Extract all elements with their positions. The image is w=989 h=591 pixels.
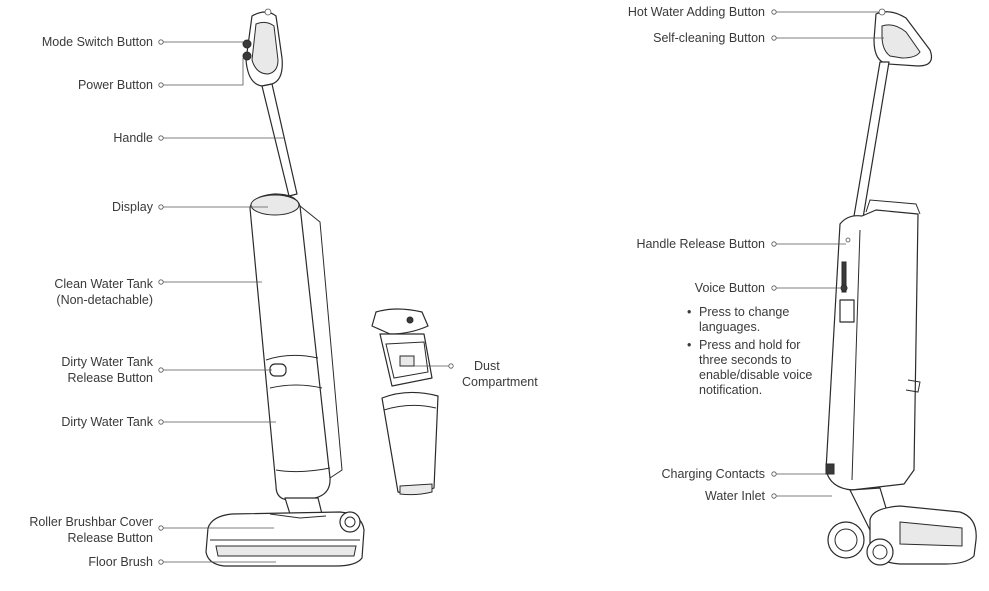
device-left-icon xyxy=(205,8,365,567)
label-clean-water-tank-line2: (Non-detachable) xyxy=(56,293,153,307)
device-middle-icon xyxy=(371,308,439,496)
label-dust-line1: Dust xyxy=(474,359,500,373)
label-dirty-water-tank: Dirty Water Tank xyxy=(61,415,153,429)
label-roller-cover-line2: Release Button xyxy=(67,531,153,545)
voice-note-2-line3: enable/disable voice xyxy=(699,368,813,382)
bullet-icon: • xyxy=(687,338,692,352)
label-clean-water-tank: Clean Water Tank (Non-detachable) xyxy=(54,276,153,308)
label-clean-water-tank-line1: Clean Water Tank xyxy=(54,277,153,291)
label-handle-release-button: Handle Release Button xyxy=(636,237,765,251)
label-dust-line2: Compartment xyxy=(462,375,538,389)
label-dust-compartment: Dust Compartment xyxy=(462,358,538,390)
voice-note-2-line1: Press and hold for xyxy=(699,338,801,352)
device-right-icon xyxy=(825,8,977,566)
label-floor-brush: Floor Brush xyxy=(88,555,153,569)
label-water-inlet: Water Inlet xyxy=(705,489,765,503)
label-hot-water-adding-button: Hot Water Adding Button xyxy=(627,5,765,19)
voice-note-2-line2: three seconds to xyxy=(699,353,792,367)
label-charging-contacts: Charging Contacts xyxy=(661,467,765,481)
label-dirty-release-line2: Release Button xyxy=(67,371,153,385)
label-dirty-water-tank-release: Dirty Water Tank Release Button xyxy=(61,354,153,386)
voice-note-2: • Press and hold for three seconds to en… xyxy=(687,338,813,398)
voice-note-1: • Press to change languages. xyxy=(687,305,790,335)
leader-lines xyxy=(158,9,884,565)
label-dirty-release-line1: Dirty Water Tank xyxy=(61,355,153,369)
label-roller-brushbar-cover: Roller Brushbar Cover Release Button xyxy=(29,514,153,546)
voice-note-2-line4: notification. xyxy=(699,383,763,397)
label-mode-switch-button: Mode Switch Button xyxy=(41,35,153,49)
label-handle: Handle xyxy=(113,131,153,145)
label-display: Display xyxy=(112,200,153,214)
voice-note-1-line1: Press to change xyxy=(699,305,790,319)
label-power-button: Power Button xyxy=(77,78,153,92)
label-voice-button: Voice Button xyxy=(694,281,765,295)
voice-note-1-line2: languages. xyxy=(699,320,761,334)
label-roller-cover-line1: Roller Brushbar Cover xyxy=(29,515,153,529)
bullet-icon: • xyxy=(687,305,692,319)
label-self-cleaning-button: Self-cleaning Button xyxy=(653,31,765,45)
